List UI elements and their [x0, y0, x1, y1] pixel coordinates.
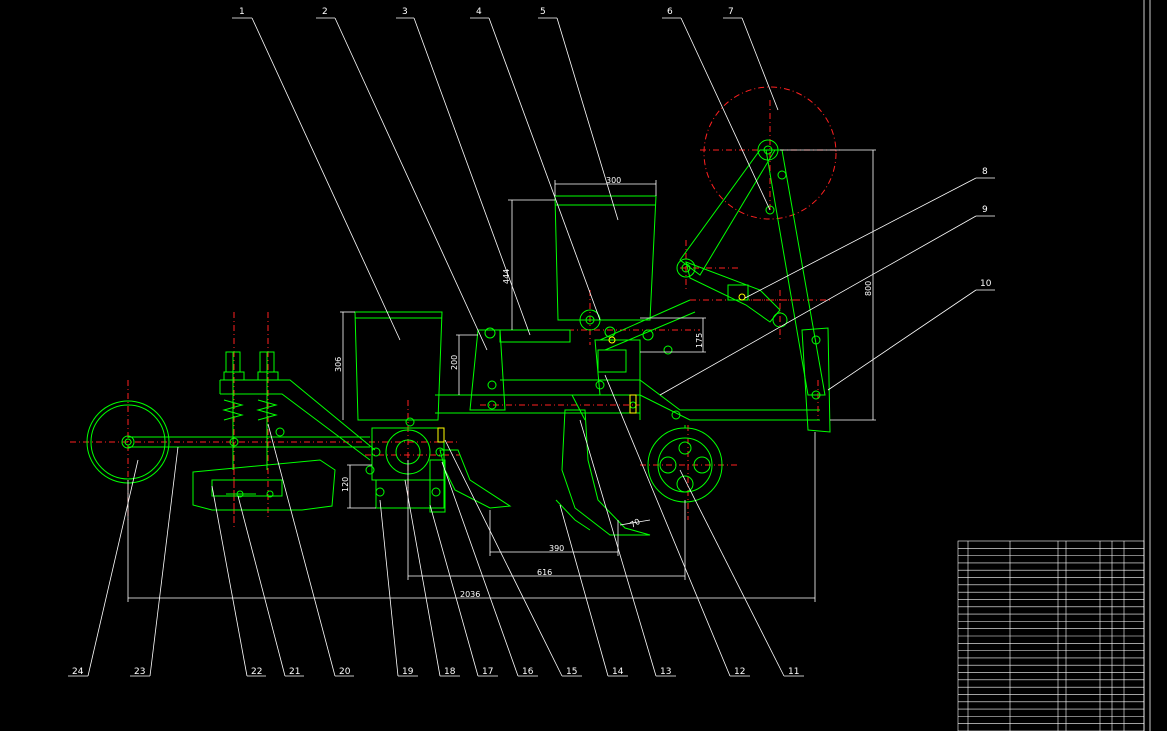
- spring-assembly: [222, 351, 279, 470]
- highlight-marks: [437, 293, 746, 443]
- part-label-12: 12: [734, 667, 745, 677]
- drawing-frame: [1143, 0, 1151, 731]
- part-label-10: 10: [980, 279, 992, 289]
- parts-list-table: [957, 540, 1145, 731]
- part-label-11: 11: [788, 667, 799, 677]
- part-label-8: 8: [982, 167, 988, 177]
- part-label-19: 19: [402, 667, 414, 677]
- seed-hopper: [554, 195, 657, 321]
- part-label-23: 23: [134, 667, 145, 677]
- part-number-labels: 1 2 3 4 5 6 7 8 9 10 11 12 13 14 15 16 1…: [72, 7, 992, 677]
- dim-800: 800: [864, 281, 873, 296]
- part-label-5: 5: [540, 7, 546, 17]
- part-label-21: 21: [289, 667, 300, 677]
- mast-right: [765, 149, 826, 396]
- dim-306: 306: [334, 357, 343, 372]
- part-label-22: 22: [251, 667, 262, 677]
- press-plate: [192, 459, 336, 511]
- part-label-2: 2: [322, 7, 328, 17]
- furrow-opener: [561, 409, 651, 536]
- part-label-24: 24: [72, 667, 84, 677]
- dimension-labels: 300 444 175 800 306 200 120 390 616 2036…: [334, 176, 873, 599]
- dim-120: 120: [341, 477, 350, 492]
- dim-390: 390: [549, 544, 564, 553]
- dim-175: 175: [695, 333, 704, 348]
- marker-disc: [703, 86, 837, 220]
- centerlines: [70, 100, 840, 530]
- part-label-6: 6: [667, 7, 673, 17]
- part-label-18: 18: [444, 667, 456, 677]
- part-label-16: 16: [522, 667, 534, 677]
- mast: [679, 149, 776, 276]
- dim-70: 70: [629, 517, 642, 530]
- machine-geometry: [86, 139, 831, 536]
- dim-200: 200: [450, 355, 459, 370]
- dim-300: 300: [606, 176, 621, 185]
- leader-lines: [68, 17, 995, 677]
- part-label-17: 17: [482, 667, 493, 677]
- part-label-3: 3: [402, 7, 408, 17]
- dim-444: 444: [502, 269, 511, 284]
- part-label-7: 7: [728, 7, 734, 17]
- part-label-9: 9: [982, 205, 988, 215]
- part-label-13: 13: [660, 667, 671, 677]
- part-label-1: 1: [239, 7, 245, 17]
- dimension-lines: [127, 149, 876, 602]
- part-label-4: 4: [476, 7, 482, 17]
- part-label-14: 14: [612, 667, 624, 677]
- part-label-20: 20: [339, 667, 351, 677]
- fertilizer-box: [354, 311, 443, 421]
- dim-2036: 2036: [460, 590, 480, 599]
- dim-616: 616: [537, 568, 552, 577]
- part-label-15: 15: [566, 667, 577, 677]
